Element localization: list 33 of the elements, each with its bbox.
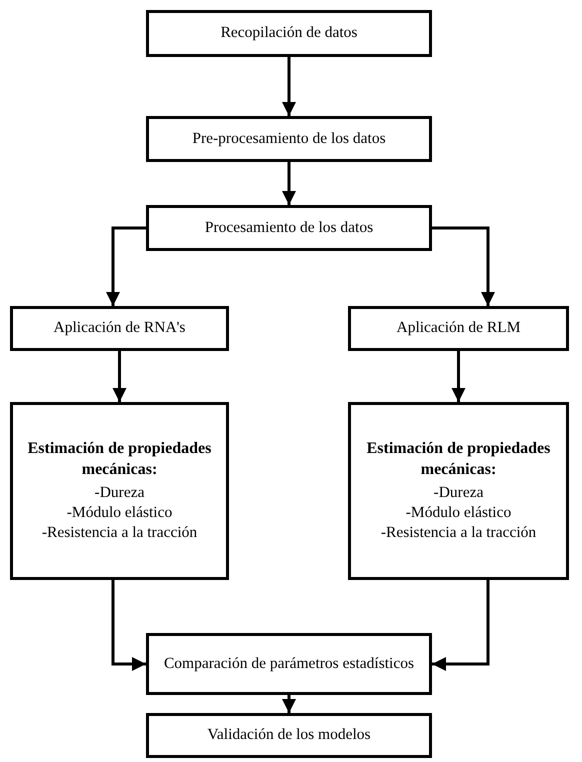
box-text: Comparación de parámetros estadísticos xyxy=(164,654,414,674)
arrow xyxy=(432,580,490,671)
process-box xyxy=(146,10,432,57)
process-box xyxy=(146,633,432,695)
process-box xyxy=(146,205,432,251)
process-box xyxy=(146,713,432,758)
box-text: Validación de los modelos xyxy=(207,725,371,746)
box-text: -Dureza xyxy=(434,482,484,503)
process-box xyxy=(146,116,432,162)
arrow xyxy=(452,351,466,402)
arrow xyxy=(112,351,126,402)
process-box xyxy=(10,306,229,351)
box-heading: Estimación de propiedades mecánicas: xyxy=(26,438,212,480)
box-text: -Módulo elástico xyxy=(66,502,172,523)
process-box xyxy=(348,402,569,580)
box-text: Aplicación de RNA's xyxy=(54,318,186,338)
box-text: Recopilación de datos xyxy=(220,23,358,44)
arrow xyxy=(282,57,296,116)
box-text: -Resistencia a la tracción xyxy=(380,522,536,543)
process-box xyxy=(348,306,569,351)
arrow xyxy=(106,226,146,306)
arrow xyxy=(112,580,146,671)
arrow xyxy=(282,695,296,713)
box-text: Pre-procesamiento de los datos xyxy=(192,128,386,149)
box-text: Aplicación de RLM xyxy=(396,318,520,338)
box-text: -Módulo elástico xyxy=(406,502,512,523)
arrow xyxy=(282,162,296,205)
box-text: Procesamiento de los datos xyxy=(204,218,374,238)
arrow xyxy=(432,226,495,306)
box-text: -Resistencia a la tracción xyxy=(42,522,198,543)
process-box xyxy=(10,402,229,580)
box-text: -Dureza xyxy=(94,482,144,503)
box-heading: Estimación de propiedades mecánicas: xyxy=(366,438,552,480)
